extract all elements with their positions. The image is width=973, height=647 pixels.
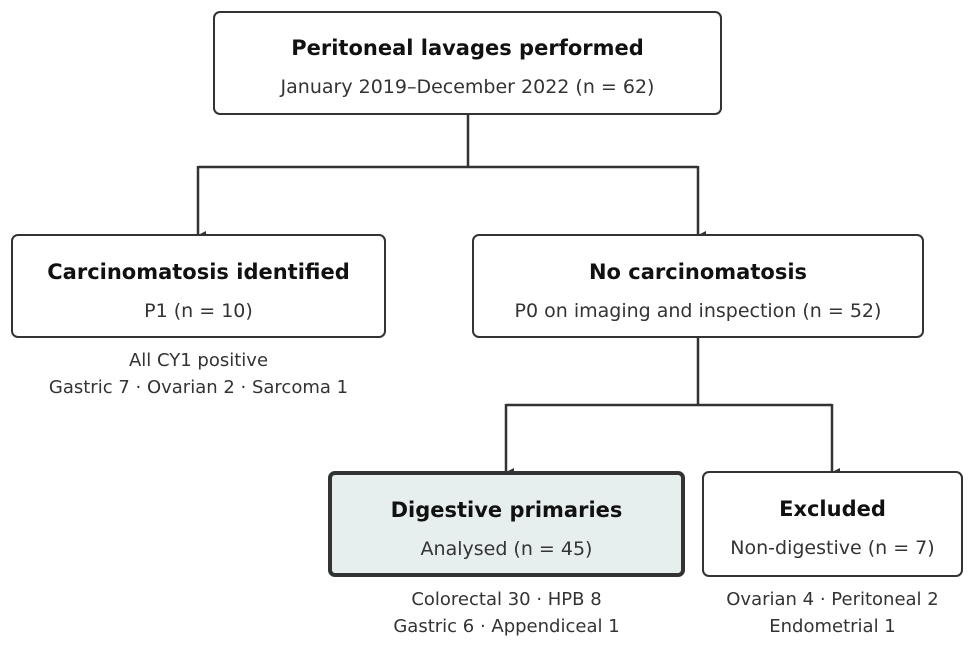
digestive-notes: Colorectal 30 · HPB 8 Gastric 6 · Append… (328, 586, 685, 640)
box-carcinomatosis-identified: Carcinomatosis identified P1 (n = 10) (11, 234, 386, 338)
box-subtitle: Analysed (n = 45) (420, 538, 593, 560)
box-title: Peritoneal lavages performed (291, 36, 644, 60)
box-lavages-performed: Peritoneal lavages performed January 201… (213, 11, 722, 115)
note-line: All CY1 positive (128, 350, 269, 371)
box-title: Excluded (779, 497, 886, 521)
note-line: Gastric 7 · Ovarian 2 · Sarcoma 1 (48, 377, 349, 398)
note-line: Colorectal 30 · HPB 8 (411, 589, 602, 610)
box-title: Carcinomatosis identified (47, 260, 350, 284)
box-title: No carcinomatosis (588, 260, 808, 284)
box-digestive-primaries: Digestive primaries Analysed (n = 45) (328, 471, 685, 577)
box-subtitle: Non-digestive (n = 7) (730, 537, 935, 559)
box-subtitle: January 2019–December 2022 (n = 62) (280, 76, 655, 98)
box-title: Digestive primaries (390, 498, 623, 522)
note-line: Ovarian 4 · Peritoneal 2 (726, 589, 939, 610)
note-line: Gastric 6 · Appendiceal 1 (393, 616, 620, 637)
box-no-carcinomatosis: No carcinomatosis P0 on imaging and insp… (472, 234, 924, 338)
box-subtitle: P1 (n = 10) (144, 300, 253, 322)
box-excluded: Excluded Non-digestive (n = 7) (702, 471, 963, 577)
box-subtitle: P0 on imaging and inspection (n = 52) (514, 300, 882, 322)
note-line: Endometrial 1 (769, 616, 896, 637)
excluded-notes: Ovarian 4 · Peritoneal 2 Endometrial 1 (702, 586, 963, 640)
carcinomatosis-notes: All CY1 positive Gastric 7 · Ovarian 2 ·… (11, 347, 386, 401)
